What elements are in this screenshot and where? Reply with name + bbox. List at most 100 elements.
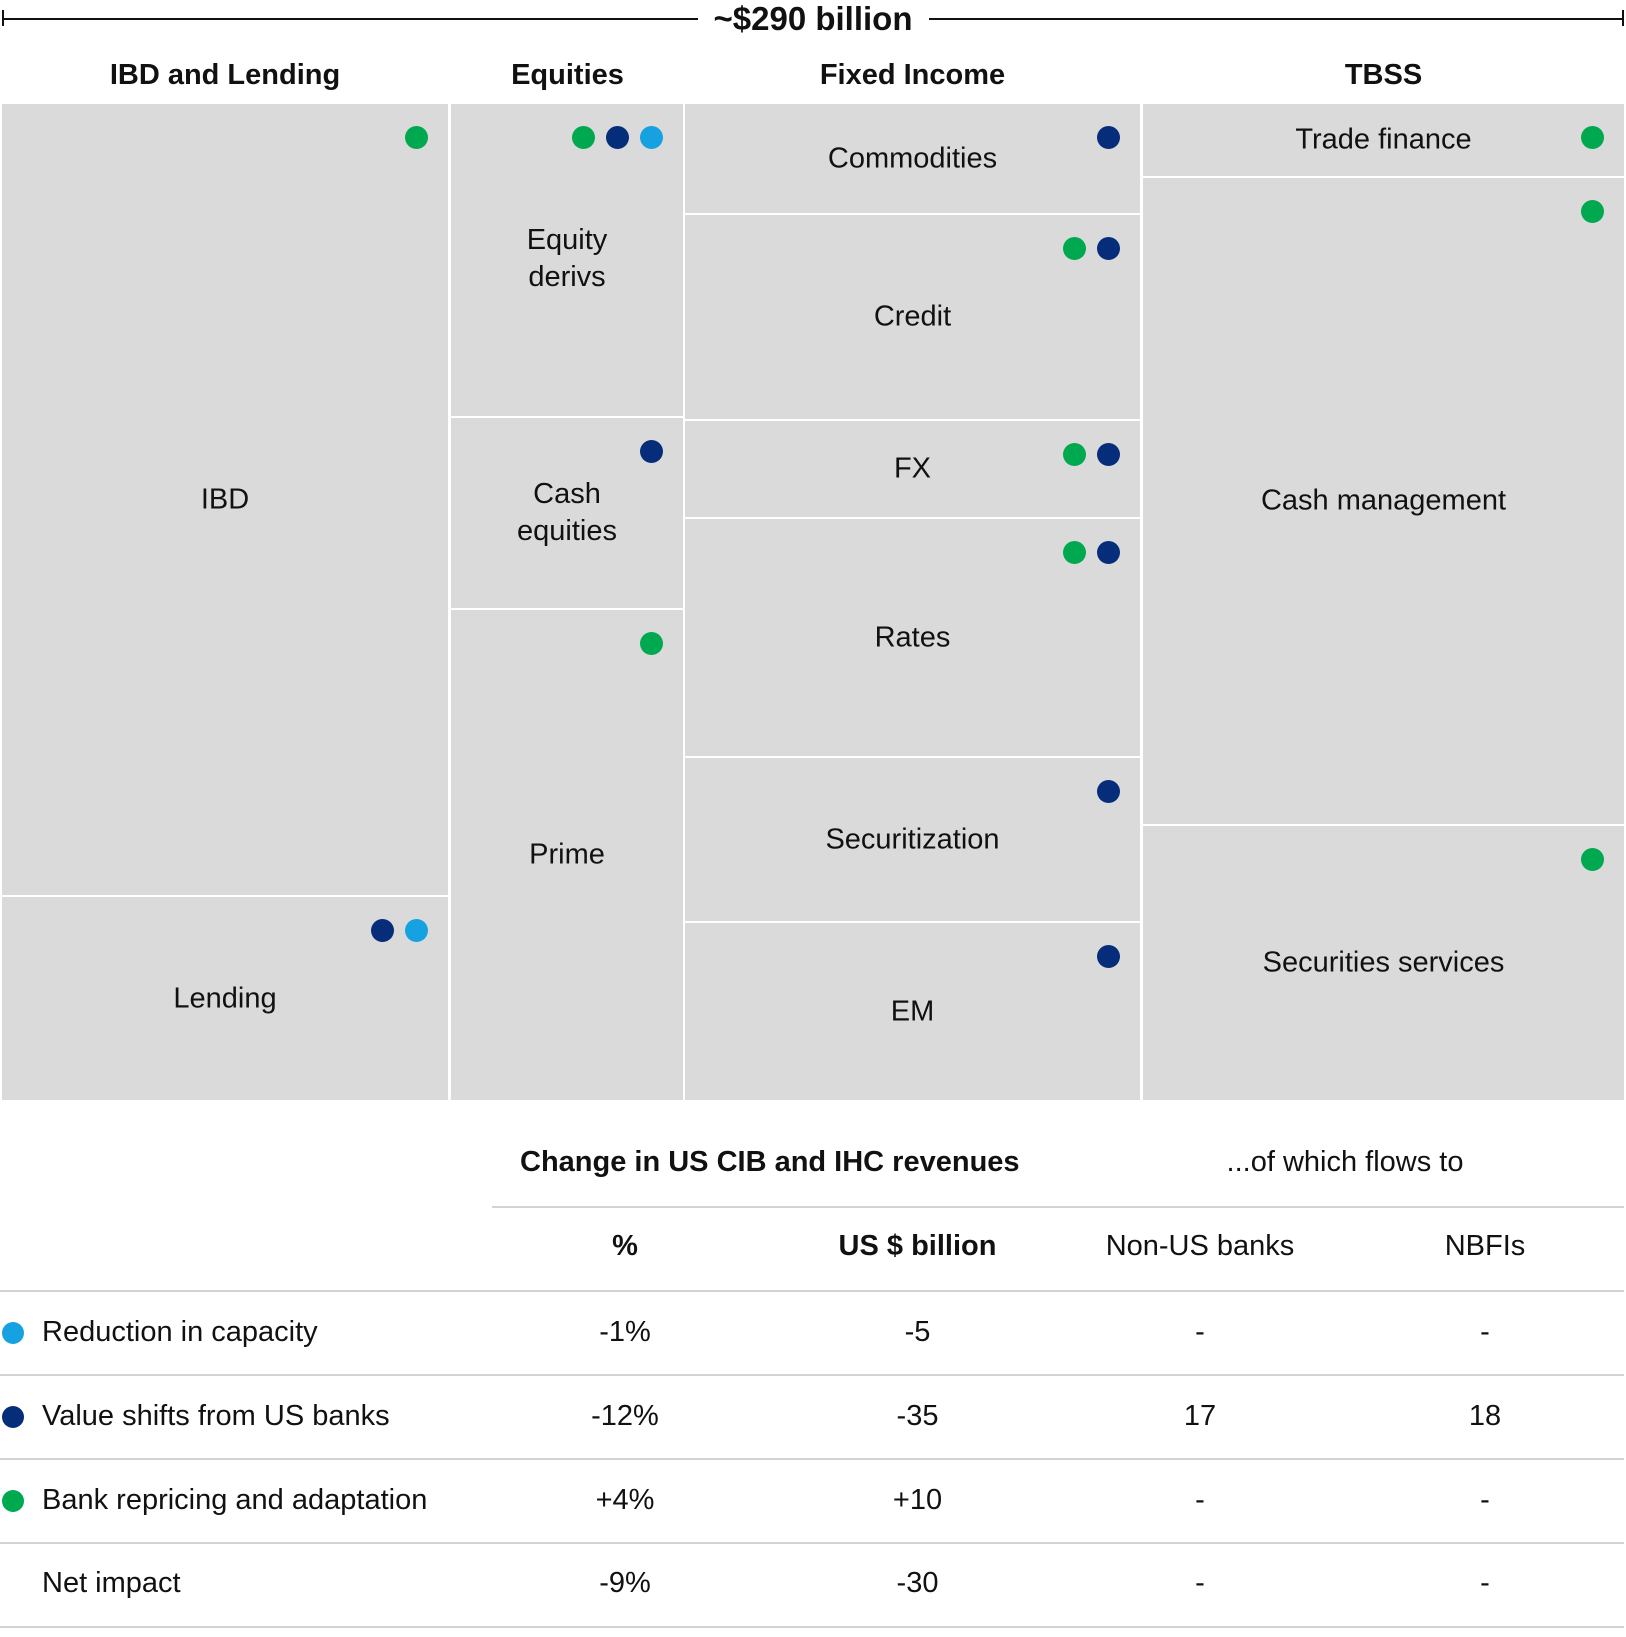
divider xyxy=(0,1626,1624,1628)
tile-securitization: Securitization xyxy=(685,758,1140,921)
driver-dots xyxy=(1581,200,1604,223)
table-col-header-usd: US $ billion xyxy=(838,1230,997,1262)
tile-label: Trade finance xyxy=(1295,123,1472,156)
driver-dot-value-shift xyxy=(640,440,663,463)
table-cell-pct: +4% xyxy=(595,1484,655,1516)
table-cell-nonus: - xyxy=(1195,1484,1205,1516)
tile-lending: Lending xyxy=(2,897,448,1100)
tile-prime: Prime xyxy=(451,610,683,1100)
table-cell-usd: +10 xyxy=(892,1484,943,1516)
tile-label: Prime xyxy=(529,838,605,871)
driver-dot-value-shift xyxy=(1097,945,1120,968)
table-cell-nbfi: 18 xyxy=(1468,1400,1502,1432)
table-group-header-flows: ...of which flows to xyxy=(1226,1146,1464,1178)
total-bracket: ~$290 billion xyxy=(2,0,1624,40)
driver-dots xyxy=(371,919,428,942)
table-cell-nbfi: - xyxy=(1480,1316,1490,1348)
divider xyxy=(0,1542,1624,1544)
table-row-label: Reduction in capacity xyxy=(42,1316,318,1348)
tile-label: FX xyxy=(893,452,932,485)
column-header-fixed-income: Fixed Income xyxy=(819,59,1006,91)
total-value-label: ~$290 billion xyxy=(2,0,1624,38)
table-cell-nonus: - xyxy=(1195,1567,1205,1599)
table-col-header-nbfi: NBFIs xyxy=(1444,1230,1526,1262)
tile-em: EM xyxy=(685,923,1140,1100)
driver-dot-value-shift xyxy=(371,919,394,942)
driver-dots xyxy=(1097,945,1120,968)
driver-dot-bank-repricing xyxy=(640,632,663,655)
driver-dot-bank-repricing xyxy=(1063,541,1086,564)
table-row-label: Bank repricing and adaptation xyxy=(42,1484,428,1516)
column-header-equities: Equities xyxy=(511,59,624,91)
driver-dots xyxy=(1581,126,1604,149)
tile-label: Rates xyxy=(874,621,951,653)
driver-dot-value-shift xyxy=(1097,126,1120,149)
driver-dot-bank-repricing xyxy=(1581,848,1604,871)
tile-label: Cash management xyxy=(1260,484,1507,517)
table-row-label: Net impact xyxy=(42,1567,181,1599)
table-col-header-pct: % xyxy=(612,1230,638,1262)
impact-table: Change in US CIB and IHC revenues ...of … xyxy=(0,1110,1626,1637)
table-cell-usd: -5 xyxy=(904,1316,931,1348)
divider xyxy=(0,1458,1624,1460)
driver-dots xyxy=(1097,126,1120,149)
tile-label: IBD xyxy=(200,483,250,515)
tile-label: Lending xyxy=(173,982,277,1014)
table-cell-nbfi: - xyxy=(1480,1484,1490,1516)
driver-dots xyxy=(572,126,663,149)
tile-label: Cash equities xyxy=(517,478,617,547)
tile-securities-services: Securities services xyxy=(1143,826,1624,1100)
table-cell-pct: -1% xyxy=(599,1316,651,1348)
driver-dot-capacity-reduction xyxy=(405,919,428,942)
divider xyxy=(0,1290,1624,1292)
table-cell-nonus: - xyxy=(1195,1316,1205,1348)
tile-label: Credit xyxy=(873,300,952,333)
tile-label: Securities services xyxy=(1262,946,1505,979)
column-header-tbss: TBSS xyxy=(1344,59,1423,91)
legend-dot-capacity xyxy=(2,1322,24,1344)
tile-commodities: Commodities xyxy=(685,104,1140,213)
table-cell-pct: -9% xyxy=(599,1567,651,1599)
column-header-ibd-lending: IBD and Lending xyxy=(109,59,341,91)
driver-dots xyxy=(1581,848,1604,871)
table-group-header-change: Change in US CIB and IHC revenues xyxy=(520,1146,1020,1178)
table-cell-usd: -30 xyxy=(896,1567,939,1599)
driver-dot-bank-repricing xyxy=(572,126,595,149)
driver-dots xyxy=(640,632,663,655)
table-cell-nonus: 17 xyxy=(1183,1400,1217,1432)
driver-dot-value-shift xyxy=(1097,237,1120,260)
divider xyxy=(492,1206,1624,1208)
table-cell-pct: -12% xyxy=(591,1400,659,1432)
table-cell-usd: -35 xyxy=(896,1400,939,1432)
tile-cash-management: Cash management xyxy=(1143,178,1624,824)
tile-credit: Credit xyxy=(685,215,1140,419)
driver-dots xyxy=(1097,780,1120,803)
driver-dots xyxy=(1063,443,1120,466)
tile-equity-derivs: Equity derivs xyxy=(451,104,683,416)
driver-dot-bank-repricing xyxy=(1063,237,1086,260)
driver-dot-value-shift xyxy=(606,126,629,149)
legend-dot-value-shift xyxy=(2,1406,24,1428)
tile-trade-finance: Trade finance xyxy=(1143,104,1624,176)
driver-dot-value-shift xyxy=(1097,541,1120,564)
table-row-label: Value shifts from US banks xyxy=(42,1400,390,1432)
driver-dot-value-shift xyxy=(1097,443,1120,466)
tile-label: Commodities xyxy=(827,142,998,174)
legend-dot-bank-repricing xyxy=(2,1490,24,1512)
tile-ibd: IBD xyxy=(2,104,448,895)
divider xyxy=(0,1374,1624,1376)
driver-dots xyxy=(405,126,428,149)
driver-dot-value-shift xyxy=(1097,780,1120,803)
tile-cash-equities: Cash equities xyxy=(451,418,683,608)
tile-label: EM xyxy=(890,995,935,1027)
tile-fx: FX xyxy=(685,421,1140,517)
driver-dots xyxy=(640,440,663,463)
driver-dots xyxy=(1063,237,1120,260)
tile-rates: Rates xyxy=(685,519,1140,756)
table-cell-nbfi: - xyxy=(1480,1567,1490,1599)
driver-dot-bank-repricing xyxy=(1581,126,1604,149)
table-col-header-nonus: Non-US banks xyxy=(1105,1230,1295,1262)
driver-dot-bank-repricing xyxy=(405,126,428,149)
driver-dot-bank-repricing xyxy=(1063,443,1086,466)
revenue-treemap: IBD Lending Equity derivs Cash equities … xyxy=(0,104,1626,1102)
